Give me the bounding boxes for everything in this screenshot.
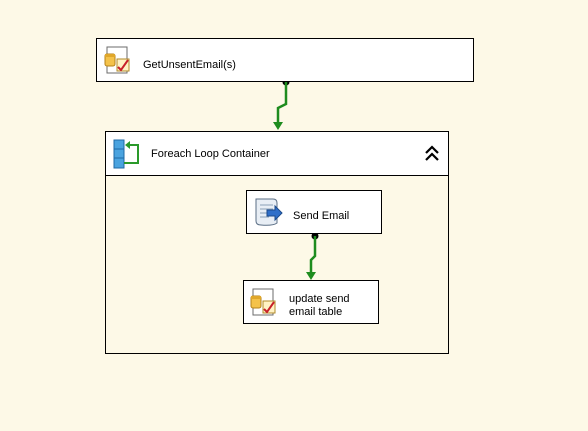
double-chevron-up-icon[interactable] — [424, 145, 440, 163]
task-label-line-1: update send — [289, 293, 350, 305]
container-header[interactable]: Foreach Loop Container — [106, 132, 448, 176]
task-label-line-2: email table — [289, 306, 343, 318]
connector-getunsent-to-foreach[interactable] — [273, 78, 290, 131]
task-send-email[interactable]: Send Email — [246, 190, 382, 234]
task-label: GetUnsentEmail(s) — [143, 59, 236, 71]
container-title: Foreach Loop Container — [151, 148, 270, 160]
task-label: Send Email — [293, 210, 350, 222]
sql-task-icon — [249, 287, 281, 319]
sql-task-icon — [103, 45, 135, 77]
script-task-icon — [251, 196, 283, 228]
task-update-send-email-table[interactable]: update send email table — [243, 280, 379, 324]
task-get-unsent-emails[interactable]: GetUnsentEmail(s) — [96, 38, 474, 82]
foreach-loop-container[interactable]: Foreach Loop Container — [105, 131, 449, 354]
foreach-loop-icon — [112, 138, 144, 170]
